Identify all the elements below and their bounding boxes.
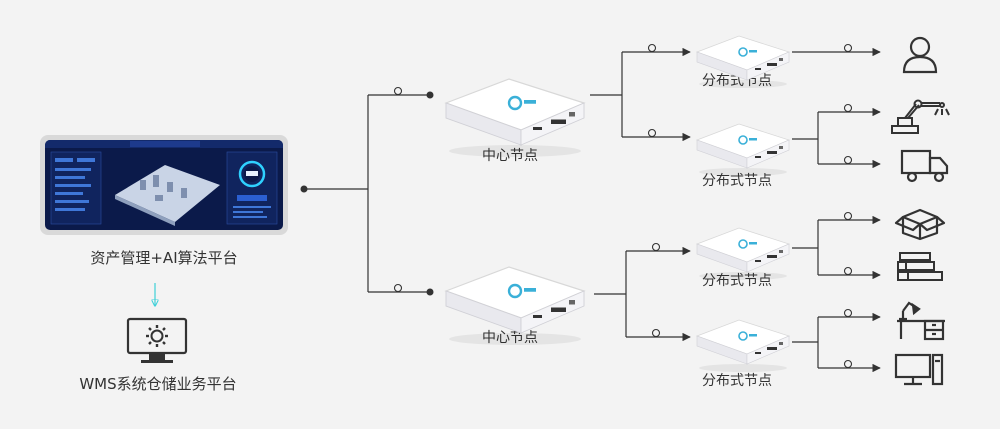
distributed-node-label-2: 分布式节点 — [702, 173, 772, 189]
package-box-icon — [894, 208, 946, 241]
monitor-gear-icon — [126, 317, 188, 363]
distributed-node-device-2 — [695, 123, 791, 176]
computer-icon — [894, 353, 944, 386]
central-node-device-2 — [444, 266, 586, 345]
central-node-device-1 — [444, 78, 586, 157]
central-node-label-2: 中心节点 — [482, 330, 538, 346]
distributed-node-device-1 — [695, 35, 791, 88]
desk-lamp-icon — [897, 301, 945, 341]
central-node-label-1: 中心节点 — [482, 148, 538, 164]
truck-icon — [900, 149, 949, 183]
distributed-node-device-3 — [695, 227, 791, 280]
asset-platform-screen — [40, 135, 288, 235]
book-stack-icon — [897, 252, 943, 281]
user-icon — [902, 36, 938, 74]
distributed-node-label-4: 分布式节点 — [702, 373, 772, 389]
wms-platform-label: WMS系统仓储业务平台 — [79, 375, 237, 393]
distributed-node-device-4 — [695, 319, 791, 372]
distributed-node-label-3: 分布式节点 — [702, 273, 772, 289]
robot-arm-icon — [891, 99, 950, 134]
asset-platform-label: 资产管理+AI算法平台 — [90, 249, 238, 267]
dashboard-preview — [45, 140, 283, 230]
